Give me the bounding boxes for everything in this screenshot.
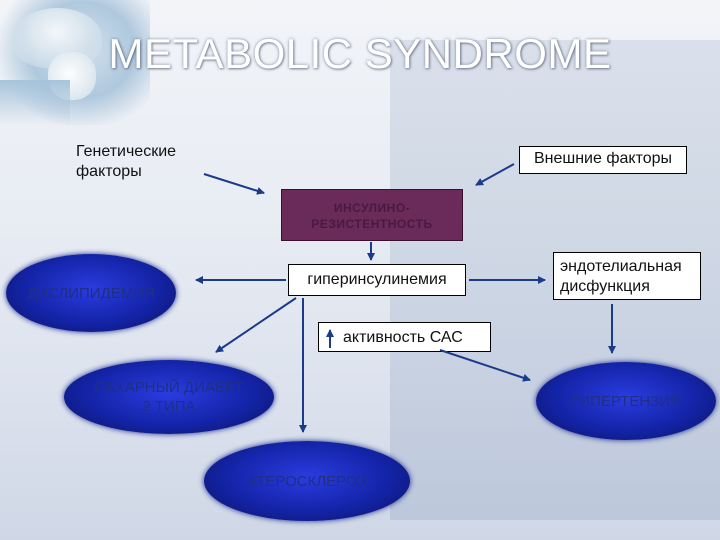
genetic-factors-label: Генетические факторы bbox=[76, 143, 177, 180]
hypertension-oval: ГИПЕРТЕНЗИЯ bbox=[536, 362, 716, 440]
doctor-photo bbox=[0, 0, 150, 125]
type2-diabetes-oval: САХАРНЫЙ ДИАБЕТ 2 ТИПА bbox=[64, 360, 274, 434]
surgeon-gown bbox=[0, 80, 70, 125]
type2-diabetes-label-line2: 2 ТИПА bbox=[142, 398, 196, 415]
sas-activity-label: активность САС bbox=[343, 329, 463, 346]
external-factors-box: Внешние факторы bbox=[519, 146, 687, 174]
endothelial-dysfunction-box: эндотелиальная дисфункция bbox=[553, 252, 701, 300]
atherosclerosis-label: АТЕРОСКЛЕРОЗ bbox=[247, 472, 367, 490]
type2-diabetes-label: САХАРНЫЙ ДИАБЕТ 2 ТИПА bbox=[94, 378, 244, 416]
sas-activity-box: активность САС bbox=[318, 322, 491, 352]
hyperinsulinemia-box: гиперинсулинемия bbox=[288, 264, 466, 296]
slide-title: METABOLIC SYNDROME bbox=[108, 30, 612, 77]
arrow-hyperinsulinemia-to-diabetes bbox=[215, 297, 297, 353]
arrow-sas-to-hypertension bbox=[439, 349, 531, 382]
hypertension-label: ГИПЕРТЕНЗИЯ bbox=[571, 392, 681, 410]
insulin-resistance-box: ИНСУЛИНО-РЕЗИСТЕНТНОСТЬ bbox=[281, 189, 463, 241]
dyslipidemia-label: ДИСЛИПИДЕМИЯ bbox=[27, 284, 155, 302]
atherosclerosis-oval: АТЕРОСКЛЕРОЗ bbox=[204, 441, 410, 521]
dyslipidemia-oval: ДИСЛИПИДЕМИЯ bbox=[6, 254, 176, 332]
arrow-external-to-resistance bbox=[475, 163, 515, 186]
type2-diabetes-label-line1: САХАРНЫЙ ДИАБЕТ bbox=[94, 379, 244, 396]
arrow-genetic-to-resistance bbox=[203, 173, 265, 195]
